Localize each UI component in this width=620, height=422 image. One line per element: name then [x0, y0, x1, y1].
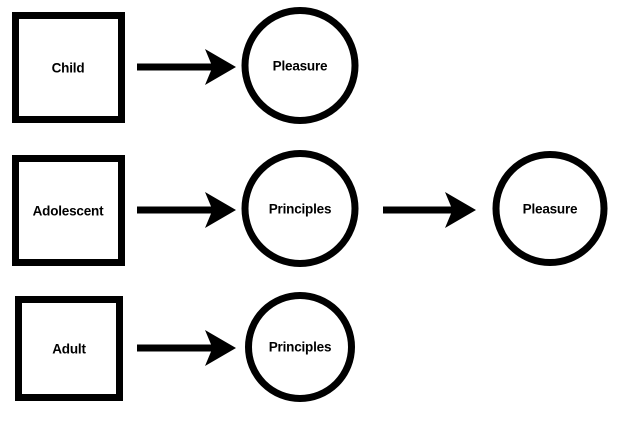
node-principles-label-1: Principles: [269, 202, 332, 217]
arrow-adult-to-principles[interactable]: [137, 330, 236, 366]
arrow-shaft: [383, 206, 453, 214]
arrow-child-to-pleasure[interactable]: [137, 49, 236, 85]
node-child-label: Child: [52, 61, 85, 76]
arrow-shaft: [137, 206, 213, 214]
node-adult-label: Adult: [52, 342, 86, 357]
row-child: Child Pleasure: [12, 7, 359, 124]
row-adult: Adult Principles: [15, 292, 355, 402]
node-pleasure-label-2: Pleasure: [523, 202, 578, 217]
node-pleasure-label-1: Pleasure: [273, 59, 328, 74]
arrow-head: [205, 192, 236, 228]
arrow-shaft: [137, 344, 213, 352]
arrow-head: [205, 330, 236, 366]
node-pleasure-circle-2[interactable]: [492, 151, 608, 266]
node-principles-circle-1[interactable]: [241, 150, 359, 267]
arrow-principles-to-pleasure[interactable]: [383, 192, 476, 228]
node-principles-label-2: Principles: [269, 340, 332, 355]
node-child-box[interactable]: [12, 12, 125, 123]
arrow-adolescent-to-principles[interactable]: [137, 192, 236, 228]
node-principles-circle-2[interactable]: [245, 292, 355, 402]
arrow-head: [205, 49, 236, 85]
node-pleasure-circle-1[interactable]: [241, 7, 359, 124]
node-adolescent-box[interactable]: [12, 155, 125, 266]
row-adolescent: Adolescent Principles Pleasure: [12, 150, 608, 267]
arrow-shaft: [137, 63, 213, 71]
arrow-head: [445, 192, 476, 228]
node-adolescent-label: Adolescent: [33, 204, 104, 219]
node-adult-box[interactable]: [15, 296, 123, 401]
